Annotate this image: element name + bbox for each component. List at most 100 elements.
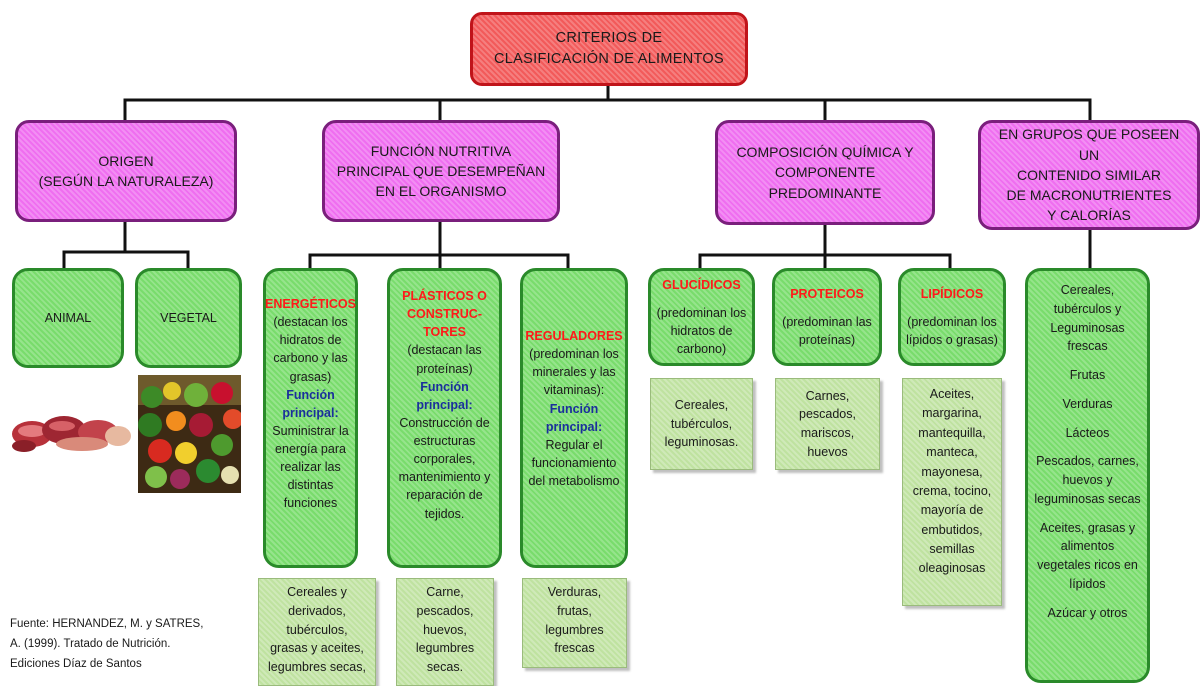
example-text: oleaginosas bbox=[918, 561, 986, 576]
group-item: lípidos bbox=[1069, 576, 1106, 591]
leaf-desc: carbono y las bbox=[273, 351, 348, 366]
leaf-desc: (predominan las bbox=[782, 314, 872, 329]
leaf-grupos: Cereales, tubérculos y Leguminosas fresc… bbox=[1025, 268, 1150, 683]
category-label: (SEGÚN LA NATURALEZA) bbox=[38, 173, 214, 189]
group-item: Pescados, carnes, bbox=[1036, 454, 1139, 469]
leaf-desc: carbono) bbox=[676, 342, 727, 357]
example-text: frescas bbox=[554, 641, 595, 656]
category-grupos-macronutrientes: EN GRUPOS QUE POSEEN UN CONTENIDO SIMILA… bbox=[978, 120, 1200, 230]
leaf-desc: vitaminas): bbox=[543, 383, 605, 398]
meat-photo bbox=[8, 400, 133, 455]
leaf-plasticos: PLÁSTICOS O CONSTRUC- TORES (destacan la… bbox=[387, 268, 502, 568]
leaf-title: LIPÍDICOS bbox=[920, 286, 984, 301]
function-label: principal: bbox=[282, 405, 339, 420]
example-text: legumbres secas, bbox=[268, 660, 366, 674]
example-text: Cereales y bbox=[287, 585, 347, 599]
category-label: CONTENIDO SIMILAR bbox=[1017, 166, 1161, 183]
function-label: Función bbox=[549, 401, 599, 416]
function-text: funcionamiento bbox=[531, 455, 617, 470]
example-text: pescados, bbox=[799, 407, 856, 422]
function-label: Función bbox=[420, 379, 469, 394]
source-line: Fuente: HERNANDEZ, M. y SATRES, bbox=[10, 618, 204, 630]
examples-reguladores: Verduras, frutas, legumbres frescas bbox=[522, 578, 627, 668]
example-text: margarina, bbox=[922, 406, 982, 421]
leaf-proteicos: PROTEICOS (predominan las proteínas) bbox=[772, 268, 882, 366]
function-text: distintas bbox=[287, 478, 334, 493]
leaf-title: PROTEICOS bbox=[790, 286, 864, 301]
function-text: del metabolismo bbox=[528, 474, 620, 488]
group-item: Verduras bbox=[1062, 396, 1113, 411]
category-label: PREDOMINANTE bbox=[768, 184, 882, 201]
group-item: Aceites, grasas y bbox=[1039, 520, 1136, 535]
example-text: mayoría de bbox=[920, 503, 984, 518]
leaf-title: REGULADORES bbox=[525, 329, 623, 343]
category-label: ORIGEN bbox=[98, 152, 154, 169]
leaf-glucidicos: GLUCÍDICOS (predominan los hidratos de c… bbox=[648, 268, 755, 366]
example-text: manteca, bbox=[926, 445, 978, 460]
examples-glucidicos: Cereales, tubérculos, leguminosas. bbox=[650, 378, 753, 470]
source-line: A. (1999). Tratado de Nutrición. bbox=[10, 638, 171, 651]
leaf-desc: lípidos o grasas) bbox=[906, 333, 998, 348]
function-text: Suministrar la bbox=[272, 423, 349, 438]
example-text: huevos bbox=[807, 444, 848, 459]
example-text: Carne, bbox=[426, 585, 464, 599]
group-item: frescas bbox=[1067, 339, 1108, 354]
example-text: mantequilla, bbox=[918, 425, 986, 440]
root-title-line: CLASIFICACIÓN DE ALIMENTOS bbox=[494, 51, 724, 67]
group-item: Leguminosas bbox=[1050, 320, 1125, 335]
example-text: mariscos, bbox=[800, 426, 855, 440]
example-text: legumbres bbox=[545, 622, 604, 637]
example-text: grasas y aceites, bbox=[270, 641, 364, 656]
examples-plasticos: Carne, pescados, huevos, legumbres secas… bbox=[396, 578, 494, 686]
group-item: tubérculos y bbox=[1053, 301, 1122, 316]
example-text: tubérculos, bbox=[670, 416, 733, 431]
function-text: tejidos. bbox=[424, 506, 465, 521]
leaf-desc: grasas) bbox=[289, 369, 332, 384]
leaf-label: VEGETAL bbox=[160, 310, 217, 325]
category-label: COMPOSICIÓN QUÍMICA Y bbox=[736, 144, 914, 161]
example-text: Aceites, bbox=[929, 387, 975, 401]
category-label: FUNCIÓN NUTRITIVA bbox=[370, 142, 512, 159]
category-funcion-nutritiva: FUNCIÓN NUTRITIVA PRINCIPAL QUE DESEMPEÑ… bbox=[322, 120, 560, 222]
vegetables-photo bbox=[138, 375, 241, 493]
group-item: Azúcar y otros bbox=[1047, 605, 1128, 620]
example-text: leguminosas. bbox=[664, 435, 739, 450]
leaf-vegetal: VEGETAL bbox=[135, 268, 242, 368]
leaf-animal: ANIMAL bbox=[12, 268, 124, 368]
function-text: corporales, bbox=[413, 452, 476, 467]
example-text: crema, tocino, bbox=[912, 483, 992, 498]
leaf-desc: proteínas) bbox=[416, 361, 473, 376]
group-item: Cereales, bbox=[1060, 283, 1115, 297]
example-text: semillas bbox=[929, 542, 975, 556]
leaf-desc: proteínas) bbox=[798, 333, 856, 348]
leaf-label: ANIMAL bbox=[44, 310, 92, 325]
group-item: vegetales ricos en bbox=[1037, 558, 1138, 572]
example-text: derivados, bbox=[288, 603, 346, 618]
leaf-desc: (destacan los bbox=[273, 315, 348, 330]
function-text: funciones bbox=[283, 496, 338, 511]
example-text: Verduras, bbox=[547, 585, 602, 599]
category-composicion-quimica: COMPOSICIÓN QUÍMICA Y COMPONENTE PREDOMI… bbox=[715, 120, 935, 225]
leaf-desc: hidratos de bbox=[670, 324, 733, 338]
category-origen: ORIGEN (SEGÚN LA NATURALEZA) bbox=[15, 120, 237, 222]
example-text: legumbres bbox=[415, 641, 475, 656]
leaf-title: TORES bbox=[423, 325, 466, 340]
category-label: Y CALORÍAS bbox=[1047, 207, 1131, 224]
root-title-line: CRITERIOS DE bbox=[555, 29, 663, 46]
function-text: mantenimiento y bbox=[398, 470, 491, 485]
function-text: realizar las bbox=[280, 460, 341, 475]
example-text: Cereales, bbox=[674, 397, 729, 412]
category-label: COMPONENTE bbox=[774, 164, 876, 181]
leaf-desc: (destacan las bbox=[407, 343, 482, 358]
category-label: PRINCIPAL QUE DESEMPEÑAN bbox=[336, 162, 546, 179]
examples-lipidicos: Aceites, margarina, mantequilla, manteca… bbox=[902, 378, 1002, 606]
examples-proteicos: Carnes, pescados, mariscos, huevos bbox=[775, 378, 880, 470]
leaf-desc: (predominan los bbox=[907, 314, 997, 329]
group-item: alimentos bbox=[1060, 539, 1115, 554]
category-label: EN EL ORGANISMO bbox=[375, 183, 507, 200]
leaf-desc: (predominan los bbox=[529, 347, 619, 362]
group-item: leguminosas secas bbox=[1034, 491, 1141, 506]
leaf-title: PLÁSTICOS O bbox=[402, 289, 487, 303]
function-label: principal: bbox=[545, 419, 603, 434]
